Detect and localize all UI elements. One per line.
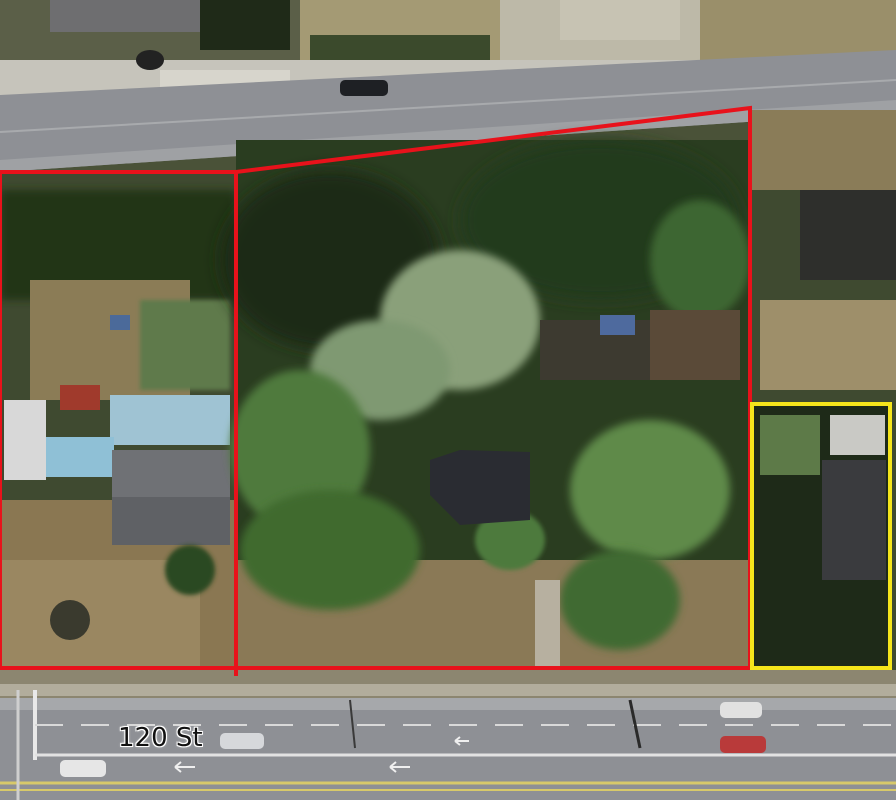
car: [220, 733, 264, 749]
main-parcel-trees: [220, 140, 750, 670]
highlighted-parcel-yellow[interactable]: [750, 402, 892, 670]
car: [340, 80, 388, 96]
west-lots: [0, 172, 236, 672]
house-roof: [110, 395, 230, 445]
car: [720, 736, 766, 753]
house-roof: [50, 0, 210, 32]
highlighted-parcel-red[interactable]: [0, 105, 752, 670]
north-neighbourhood: [0, 0, 896, 95]
east-lots: [750, 110, 896, 670]
house-roof: [430, 450, 530, 525]
road-120-st: [0, 690, 896, 800]
house-roof: [650, 310, 740, 380]
street-label-120-st: 120 St: [118, 723, 203, 753]
house-roof: [822, 460, 886, 580]
car: [720, 702, 762, 718]
road-north: [0, 50, 896, 172]
house-roof: [36, 437, 114, 477]
car: [60, 760, 106, 777]
